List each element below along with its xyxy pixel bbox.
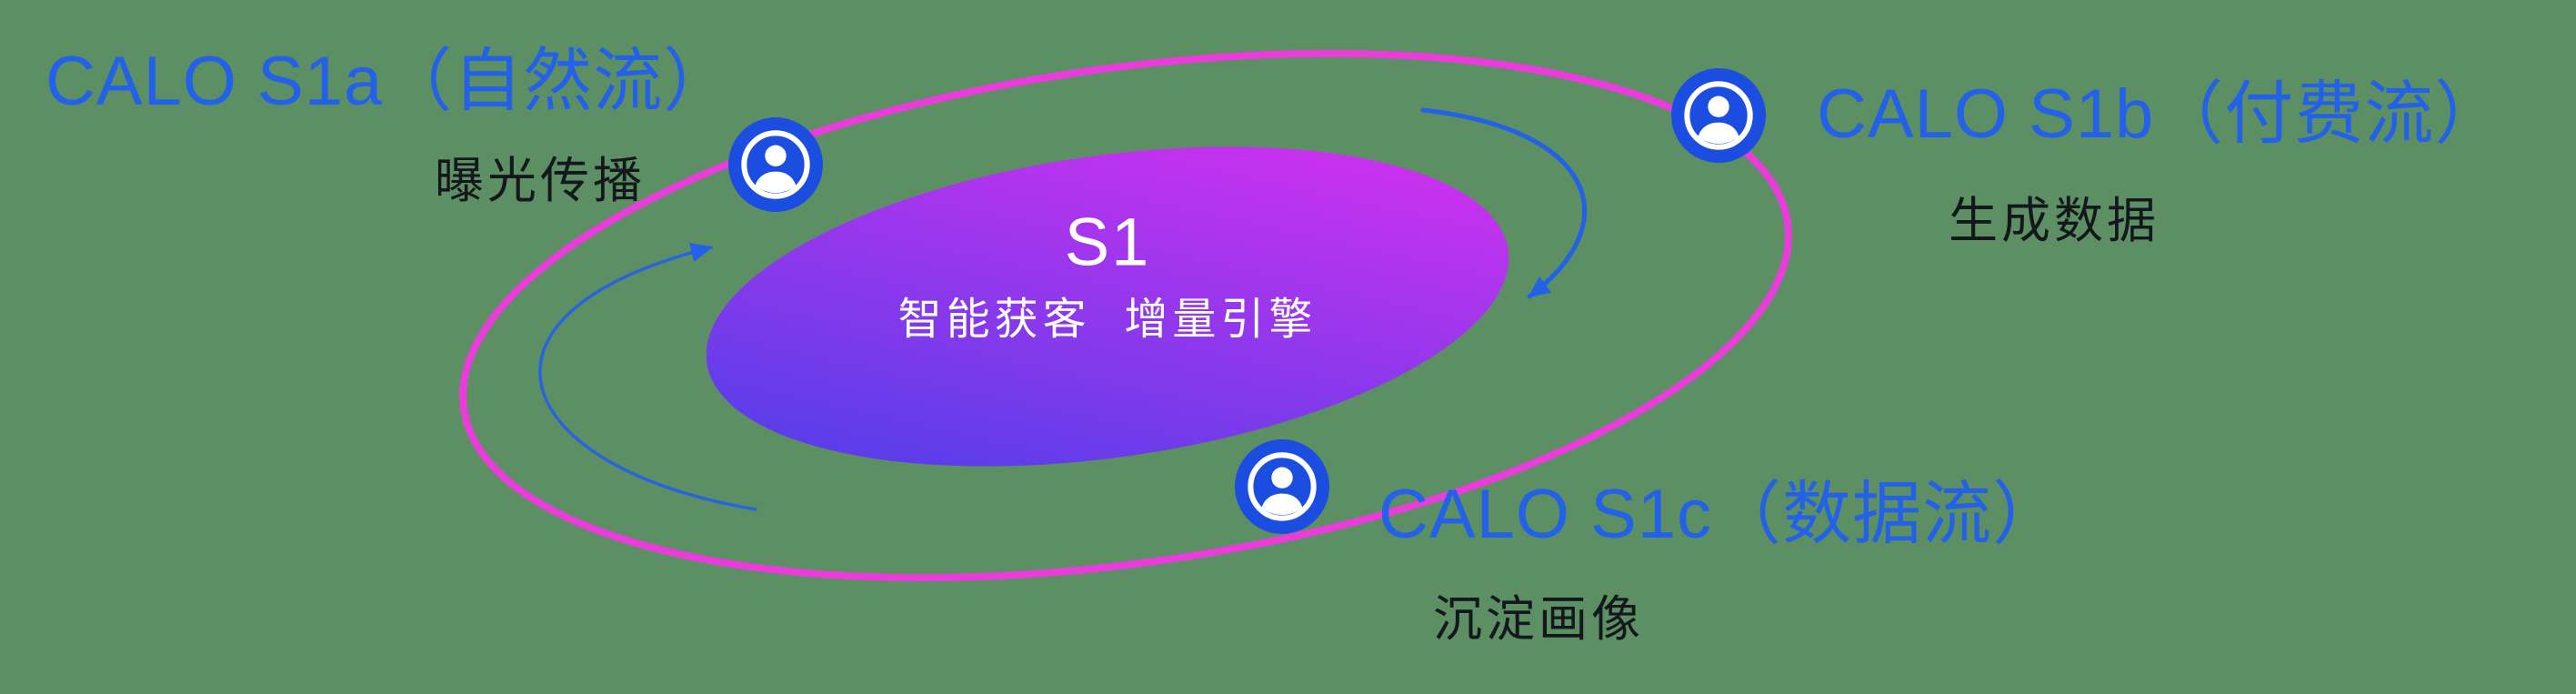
core-title: S1 bbox=[1064, 204, 1151, 280]
user-icon bbox=[1235, 439, 1329, 534]
user-icon-glyph bbox=[741, 130, 810, 199]
user-icon bbox=[1671, 68, 1766, 163]
node-sublabel-s1a: 曝光传播 bbox=[435, 154, 646, 208]
flow-arrow-left bbox=[538, 242, 757, 511]
core-subtitle: 智能获客 增量引擎 bbox=[897, 296, 1318, 344]
node-sublabel-s1b: 生成数据 bbox=[1949, 194, 2160, 248]
core-ellipse bbox=[706, 146, 1509, 467]
user-icon-glyph bbox=[1248, 452, 1317, 521]
node-label-s1c: CALO S1c（数据流） bbox=[1378, 476, 2063, 553]
flow-arrow-right bbox=[1420, 107, 1588, 299]
orbit-ring bbox=[459, 49, 1792, 582]
user-icon bbox=[728, 117, 823, 212]
node-sublabel-s1c: 沉淀画像 bbox=[1433, 592, 1644, 647]
user-icon-glyph bbox=[1684, 81, 1753, 150]
node-label-s1a: CALO S1a（自然流） bbox=[45, 43, 734, 120]
node-label-s1b: CALO S1b（付费流） bbox=[1817, 75, 2505, 153]
